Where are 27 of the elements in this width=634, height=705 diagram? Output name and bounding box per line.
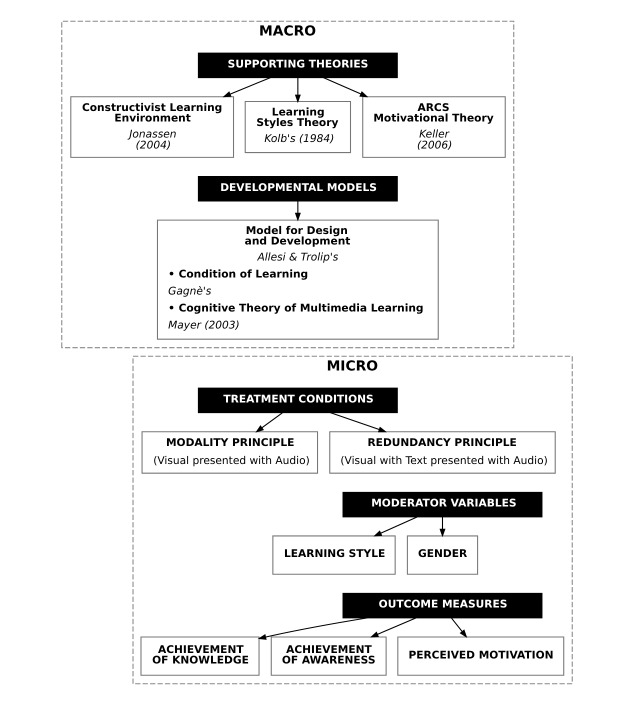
- node-box: DEVELOPMENTAL MODELS: [198, 176, 398, 202]
- node-box: Model for Design and Development Allesi & Trolip's • Condition of Learning Gagnè's • Cognitive Theory of Multimedia Learning Mayer (2003): [156, 220, 439, 340]
- arrow: [373, 516, 418, 536]
- arrow: [450, 618, 468, 638]
- node-box: Constructivist Learning Environment Jonassen (2004): [70, 96, 234, 158]
- node-box: TREATMENT CONDITIONS: [198, 388, 398, 414]
- node-box: SUPPORTING THEORIES: [198, 52, 398, 78]
- node-box: ACHIEVEMENT OF KNOWLEDGE: [140, 636, 260, 676]
- arrow: [222, 77, 271, 98]
- node-box: PERCEIVED MOTIVATION: [397, 636, 564, 676]
- arrow: [440, 516, 446, 538]
- node-box: MODALITY PRINCIPLE (Visual presented with Audio): [142, 431, 318, 474]
- arrow: [370, 617, 416, 638]
- node-box: MODERATOR VARIABLES: [342, 492, 542, 518]
- arrow: [323, 77, 368, 98]
- node-box: REDUNDANCY PRINCIPLE (Visual with Text presented with Audio): [329, 431, 556, 474]
- arrow: [330, 412, 387, 432]
- node-box: Learning Styles Theory Kolb's (1984): [244, 100, 352, 154]
- arrow: [294, 201, 301, 222]
- node-box: ACHIEVEMENT OF AWARENESS: [270, 636, 387, 676]
- node-box: OUTCOME MEASURES: [342, 592, 542, 618]
- node-box: GENDER: [406, 535, 478, 575]
- node-box: ARCS Motivational Theory Keller (2006): [362, 96, 506, 158]
- node-box: LEARNING STYLE: [272, 535, 396, 575]
- arrow: [294, 78, 301, 104]
- arrow: [255, 412, 283, 433]
- arrow: [258, 617, 368, 640]
